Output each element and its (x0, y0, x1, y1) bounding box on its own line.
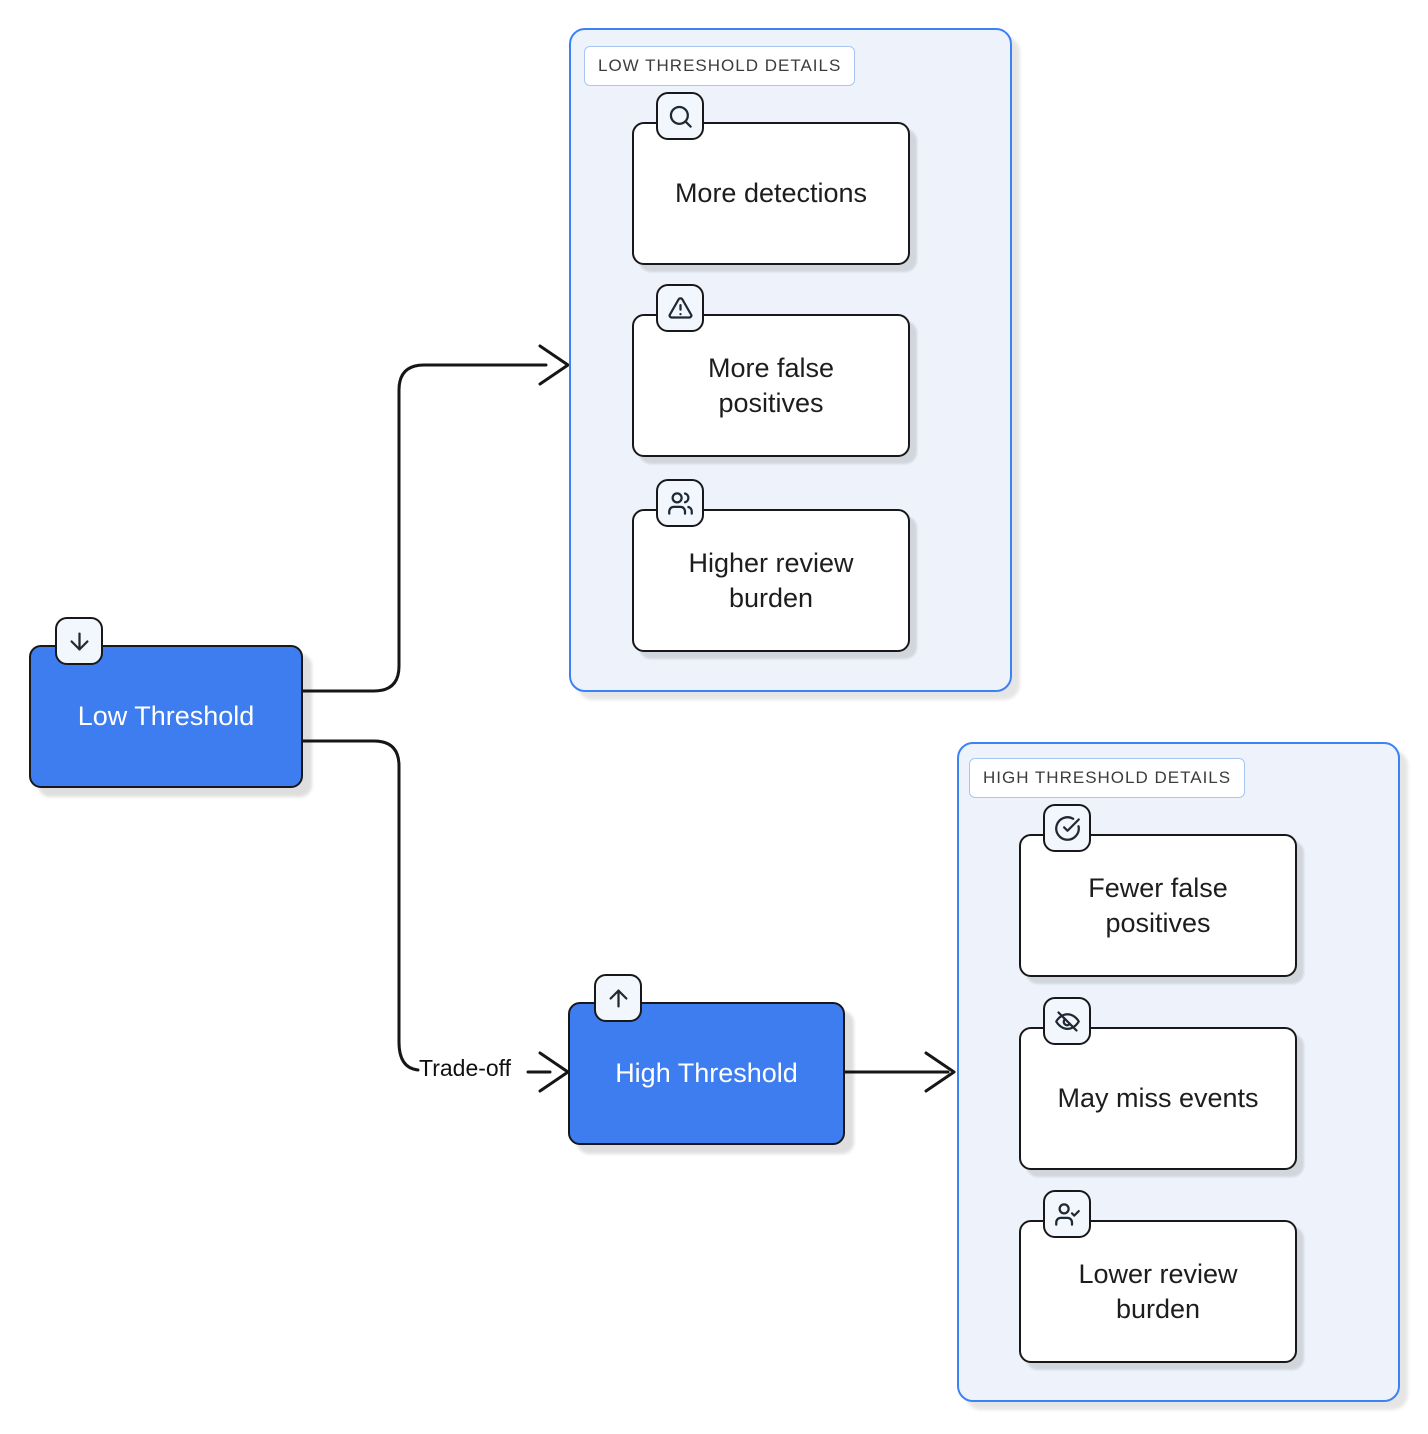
card-higher-review-burden: Higher review burden (632, 479, 910, 652)
edge-low-to-high (301, 739, 420, 1072)
card-icon-badge (656, 92, 704, 140)
group-title-chip: LOW THRESHOLD DETAILS (584, 46, 856, 86)
card-more-false-positives: More false positives (632, 284, 910, 457)
low-threshold-details-group: LOW THRESHOLD DETAILS More detections Mo… (569, 28, 1012, 692)
arrow-down-icon (70, 632, 88, 650)
node-label: Low Threshold (77, 701, 255, 731)
group-title: HIGH THRESHOLD DETAILS (983, 768, 1232, 787)
card-more-detections: More detections (632, 92, 910, 265)
low-threshold-node: Low Threshold (29, 617, 303, 788)
node-icon-badge (55, 617, 103, 665)
high-threshold-details-group: HIGH THRESHOLD DETAILS Fewer false posit… (957, 742, 1400, 1402)
card-icon-badge (1043, 1190, 1091, 1238)
edge-low-to-low-details (301, 363, 548, 693)
node-icon-badge (594, 974, 642, 1022)
card-label: Lower review burden (1078, 1258, 1238, 1324)
group-title-chip: HIGH THRESHOLD DETAILS (969, 758, 1246, 798)
card-label: Fewer false positives (1088, 872, 1228, 938)
card-icon-badge (1043, 997, 1091, 1045)
users-icon (667, 491, 693, 515)
alert-triangle-icon (667, 296, 693, 319)
node-label: High Threshold (615, 1058, 798, 1088)
arrow-up-icon (609, 989, 627, 1007)
card-icon-badge (656, 284, 704, 332)
user-check-icon (1054, 1202, 1080, 1226)
edge-label-trade-off: Trade-off (419, 1055, 512, 1081)
card-fewer-false-positives: Fewer false positives (1019, 804, 1297, 977)
card-label: More false positives (707, 352, 835, 418)
card-icon-badge (656, 479, 704, 527)
edge-high-to-high-details-arrowhead (924, 1051, 956, 1093)
card-label: More detections (674, 178, 868, 209)
card-label: May miss events (1057, 1083, 1259, 1114)
circle-check-icon (1054, 815, 1080, 841)
card-label: Higher review burden (688, 547, 854, 613)
card-lower-review-burden: Lower review burden (1019, 1190, 1297, 1363)
edge-low-to-low-details-arrowhead (538, 344, 570, 386)
card-icon-badge (1043, 804, 1091, 852)
eye-off-icon (1054, 1010, 1080, 1032)
search-icon (669, 105, 692, 128)
group-title: LOW THRESHOLD DETAILS (598, 56, 842, 75)
card-may-miss-events: May miss events (1019, 997, 1297, 1170)
high-threshold-node: High Threshold (568, 974, 845, 1145)
